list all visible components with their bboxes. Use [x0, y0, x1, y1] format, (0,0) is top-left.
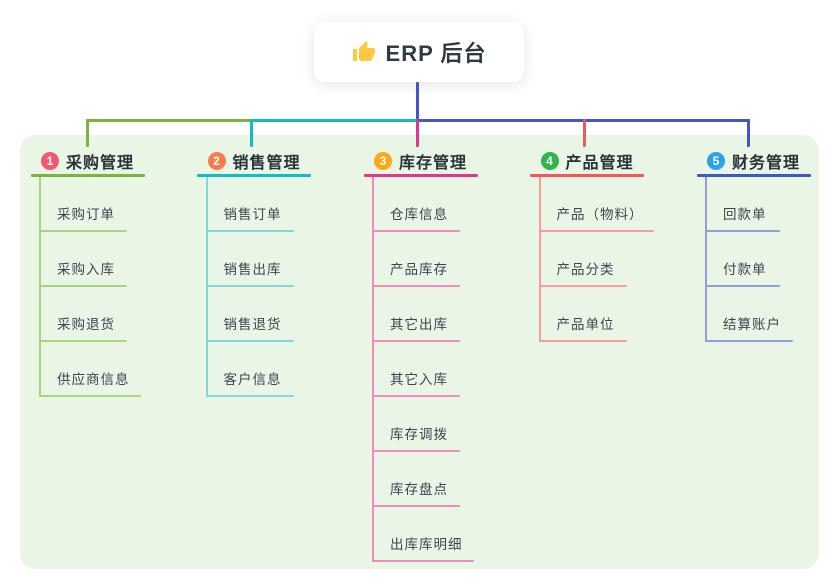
child-node[interactable]: 回款单 [723, 207, 767, 222]
branch-stem-line-5 [705, 177, 707, 342]
branch-number-badge: 3 [374, 152, 392, 170]
child-underline [705, 230, 780, 232]
child-node[interactable]: 仓库信息 [390, 207, 448, 222]
child-underline [538, 285, 627, 287]
child-underline [372, 230, 460, 232]
thumbs-up-icon [352, 41, 375, 61]
branch-number-badge: 4 [540, 152, 559, 170]
branch-node-采购管理[interactable]: 1 采购管理 [41, 149, 134, 173]
branch-number-badge: 2 [207, 152, 226, 170]
child-underline [39, 230, 127, 232]
root-node-erp-backend[interactable]: ERP 后台 [314, 22, 524, 82]
child-node[interactable]: 产品单位 [556, 317, 615, 332]
child-node[interactable]: 采购入库 [57, 262, 115, 277]
child-node[interactable]: 采购退货 [57, 317, 115, 332]
child-node[interactable]: 出库库明细 [390, 537, 463, 552]
child-node[interactable]: 产品（物料） [556, 207, 644, 222]
branch-drop-line-3 [415, 119, 419, 147]
child-node[interactable]: 结算账户 [723, 317, 781, 332]
branch-drop-line-2 [250, 119, 253, 147]
branch-underline-4 [530, 174, 644, 177]
child-underline [39, 395, 141, 397]
mindmap-panel [20, 135, 819, 569]
child-underline [205, 340, 294, 342]
top-connector-segment-teal [250, 119, 419, 122]
branch-label: 产品管理 [565, 155, 634, 172]
child-node[interactable]: 采购订单 [57, 207, 115, 222]
child-underline [372, 450, 460, 452]
child-underline [372, 285, 460, 287]
child-underline [372, 560, 474, 562]
child-node[interactable]: 客户信息 [223, 372, 282, 387]
branch-drop-line-5 [747, 119, 750, 147]
child-underline [372, 395, 460, 397]
child-node[interactable]: 库存盘点 [390, 482, 448, 497]
branch-node-库存管理[interactable]: 3 库存管理 [374, 149, 467, 173]
child-underline [705, 285, 780, 287]
child-underline [39, 285, 127, 287]
child-node[interactable]: 其它出库 [390, 317, 448, 332]
top-connector-segment-green [86, 119, 253, 122]
branch-drop-line-4 [582, 119, 586, 147]
child-node[interactable]: 库存调拨 [390, 427, 448, 442]
child-node[interactable]: 其它入库 [390, 372, 448, 387]
branch-number-badge: 1 [41, 152, 59, 170]
child-underline [705, 340, 793, 342]
child-underline [205, 285, 294, 287]
branch-node-财务管理[interactable]: 5 财务管理 [707, 149, 800, 173]
child-underline [372, 505, 460, 507]
child-underline [205, 395, 294, 397]
child-node[interactable]: 产品库存 [390, 262, 448, 277]
child-node[interactable]: 供应商信息 [57, 372, 130, 387]
branch-number-badge: 5 [707, 152, 725, 170]
branch-label: 销售管理 [232, 155, 301, 172]
branch-label: 采购管理 [66, 155, 135, 172]
branch-stem-line-4 [538, 177, 541, 342]
branch-node-产品管理[interactable]: 4 产品管理 [540, 149, 634, 173]
root-node-title: ERP 后台 [385, 41, 487, 66]
branch-underline-5 [696, 174, 811, 177]
child-node[interactable]: 销售订单 [223, 207, 282, 222]
child-underline [39, 340, 127, 342]
branch-label: 财务管理 [732, 155, 801, 172]
child-node[interactable]: 产品分类 [556, 262, 615, 277]
branch-label: 库存管理 [399, 155, 468, 172]
branch-underline-1 [30, 174, 145, 177]
branch-stem-line-1 [39, 177, 41, 397]
branch-underline-3 [363, 174, 478, 177]
child-underline [538, 340, 627, 342]
child-node[interactable]: 付款单 [723, 262, 767, 277]
branch-underline-2 [197, 174, 311, 177]
branch-stem-line-2 [205, 177, 208, 397]
child-node[interactable]: 销售出库 [223, 262, 282, 277]
child-underline [372, 340, 460, 342]
child-node[interactable]: 销售退货 [223, 317, 282, 332]
child-underline [205, 230, 294, 232]
branch-node-销售管理[interactable]: 2 销售管理 [207, 149, 301, 173]
branch-stem-line-3 [372, 177, 374, 562]
root-trunk-line [415, 82, 419, 122]
branch-drop-line-1 [86, 119, 89, 147]
child-underline [538, 230, 654, 232]
